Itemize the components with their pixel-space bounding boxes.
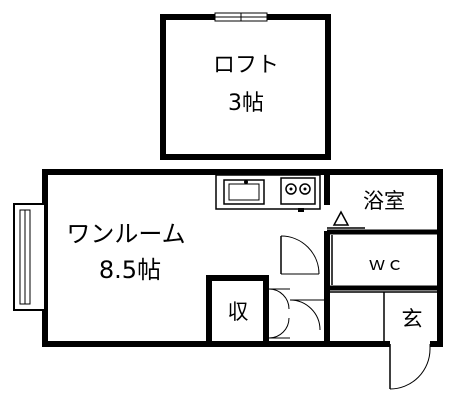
front-door: [389, 344, 431, 390]
loft-label: ロフト: [213, 53, 279, 78]
entrance-label: 玄: [402, 307, 423, 331]
loft-size: 3帖: [228, 91, 264, 116]
entrance: 玄: [330, 291, 443, 344]
kitchen-counter: [215, 174, 321, 212]
main-room-label: ワンルーム: [66, 220, 185, 248]
toilet-label: ｗｃ: [368, 254, 404, 275]
loft-room: ロフト 3帖: [160, 12, 331, 160]
main-room-size: 8.5帖: [99, 256, 161, 284]
loft-window: [214, 12, 268, 22]
loft-walls: [160, 14, 331, 160]
hall-doors: [280, 235, 320, 275]
toilet: ｗｃ: [327, 235, 443, 291]
storage-label: 収: [228, 300, 249, 324]
storage: 収: [206, 275, 269, 347]
bath-label: 浴室: [363, 189, 405, 213]
storage-doors: [268, 288, 324, 339]
bay-window: [13, 203, 46, 311]
